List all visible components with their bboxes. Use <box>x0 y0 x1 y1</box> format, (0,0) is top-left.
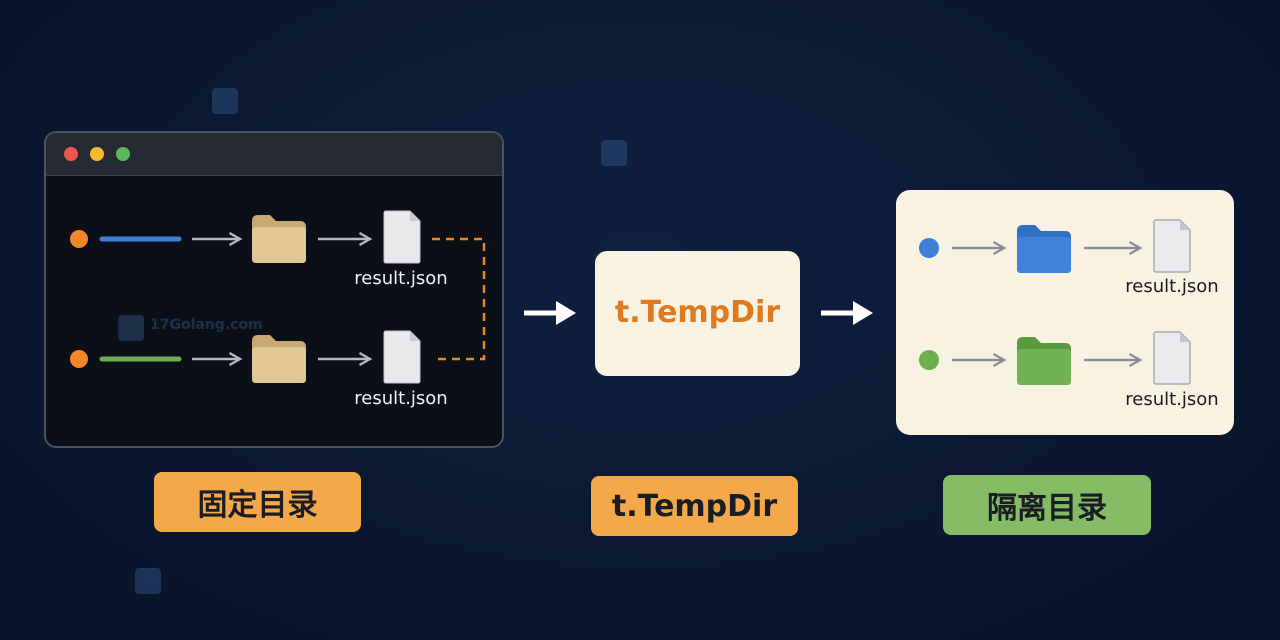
row1-file-label: result.json <box>354 268 447 289</box>
row1-document-icon <box>383 210 421 264</box>
arrow-to-tempdir <box>524 301 576 325</box>
window-title-bar <box>46 133 502 176</box>
fixed-directory-window: result.json result.json <box>44 131 504 448</box>
isolated-directory-label: 隔离目录 <box>943 475 1151 535</box>
watermark-logo-icon <box>135 568 161 594</box>
shared-file-connector <box>432 237 486 361</box>
tempdir-card: t.TempDir <box>595 251 800 376</box>
row2-folder-icon <box>252 335 306 383</box>
tempdir-card-label: t.TempDir <box>614 295 781 330</box>
fixed-directory-flow: result.json result.json <box>70 210 486 409</box>
fixed-directory-label: 固定目录 <box>154 472 361 532</box>
iso-row2-folder-icon <box>1017 337 1071 385</box>
watermark-logo-icon <box>212 88 238 114</box>
close-dot-icon[interactable] <box>64 147 78 161</box>
iso-row1-file-label: result.json <box>1125 276 1218 297</box>
iso-row1-folder-icon <box>1017 225 1071 273</box>
iso-row2-source-dot <box>919 350 939 370</box>
row2-file-label: result.json <box>354 388 447 409</box>
maximize-dot-icon[interactable] <box>116 147 130 161</box>
iso-row1-document-icon <box>1153 219 1191 273</box>
row2-document-icon <box>383 330 421 384</box>
iso-row2-file-label: result.json <box>1125 389 1218 410</box>
row1-folder-icon <box>252 215 306 263</box>
isolated-directory-card: result.json result.json <box>896 190 1234 435</box>
iso-row2-document-icon <box>1153 331 1191 385</box>
isolated-directory-flow: result.json result.json <box>919 219 1219 410</box>
row2-source-dot <box>70 350 88 368</box>
watermark-logo-icon <box>601 140 627 166</box>
watermark-text: 17Golang.com <box>150 317 263 333</box>
watermark-logo-icon: 17Golang.com <box>118 315 263 341</box>
iso-row1-source-dot <box>919 238 939 258</box>
arrow-to-isolated <box>821 301 873 325</box>
window-body: result.json result.json <box>46 175 502 446</box>
tempdir-label: t.TempDir <box>591 476 798 536</box>
minimize-dot-icon[interactable] <box>90 147 104 161</box>
row1-source-dot <box>70 230 88 248</box>
